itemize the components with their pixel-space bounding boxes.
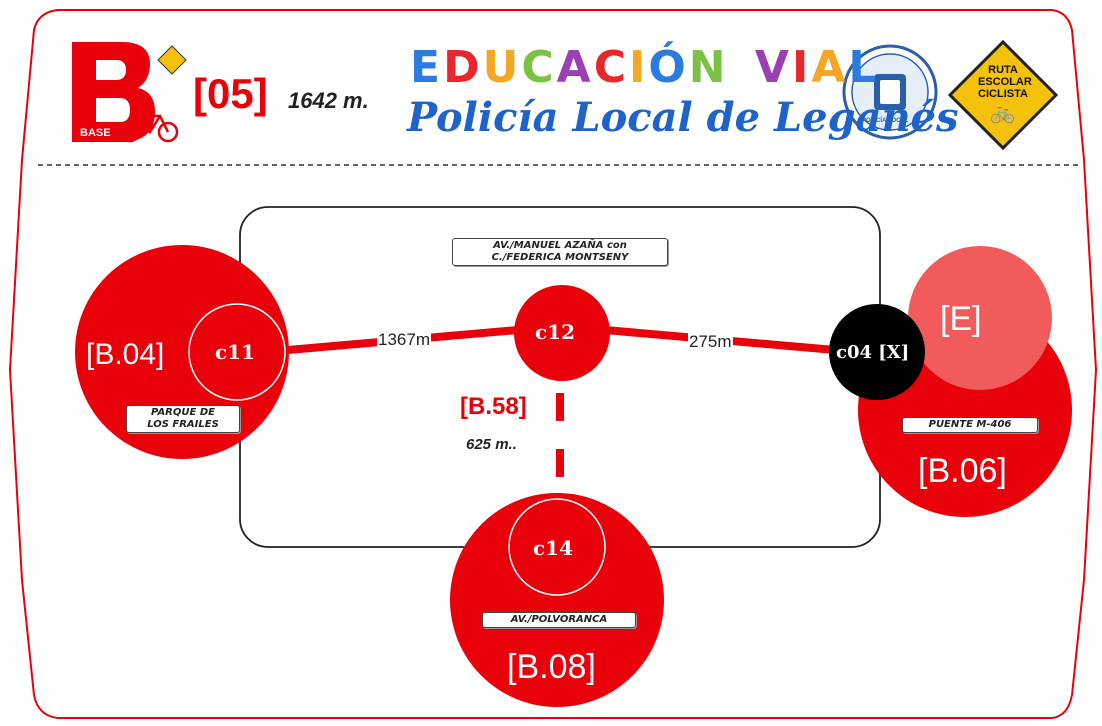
warning-diamond-icon [157, 45, 187, 75]
node-b08-circle [450, 493, 664, 707]
node-c04-label: c04 [X] [836, 342, 910, 363]
title-letter: C [593, 42, 629, 93]
route-code: [05] [193, 70, 268, 117]
node-c04-place-line1: PUENTE M-406 [928, 419, 1012, 430]
title-policia-local: Policía Local de Leganés [407, 94, 959, 141]
node-c14-place-line1: AV./POLVORANCA [510, 614, 608, 625]
seal-text: POLICÍA LOCAL [862, 118, 909, 124]
node-c11-place-line1: PARQUE DE [151, 407, 215, 418]
title-letter: N [688, 42, 729, 93]
title-educacion-vial: EDUCACIÓN VIAL [410, 42, 879, 93]
node-c12-circle [514, 285, 610, 381]
edge-c11-c12-distance: 1367m [377, 330, 431, 350]
node-b08-label: [B.08] [507, 648, 596, 686]
node-c12-place: AV./MANUEL AZAÑA con C./FEDERICA MONTSEN… [452, 238, 668, 266]
sign-line-2: ESCOLAR [978, 76, 1032, 88]
node-c14-circle [508, 498, 606, 596]
logo-b-shape [72, 42, 155, 142]
title-letter: U [482, 42, 522, 93]
node-c11-place: PARQUE DE LOS FRAILES [126, 405, 240, 433]
node-c12-label: c12 [535, 320, 576, 344]
node-c12-place-line1: AV./MANUEL AZAÑA con [493, 240, 627, 251]
node-b06-label: [B.06] [918, 452, 1007, 490]
logo-base-text: BASE [80, 127, 111, 139]
title-letter [729, 42, 747, 93]
title-letter: V [754, 42, 792, 93]
title-letter: A [811, 42, 849, 93]
route-distance: 1642 m. [288, 88, 369, 113]
police-seal-icon [842, 44, 938, 140]
title-letter: I [628, 42, 649, 93]
bicycle-icon [119, 108, 179, 143]
node-c11-place-line2: LOS FRAILES [147, 419, 219, 430]
node-c04-circle [829, 304, 925, 400]
school-route-sign-icon [947, 39, 1059, 151]
node-b04-label: [B.04] [86, 338, 165, 371]
title-letter: L [848, 42, 880, 93]
sign-line-1: RUTA [988, 64, 1018, 76]
title-letter: E [410, 42, 444, 93]
node-e-label: [E] [940, 300, 982, 338]
node-c04-place: PUENTE M-406 [902, 417, 1038, 433]
node-c12-place-line2: C./FEDERICA MONTSENY [491, 252, 629, 263]
sign-bicycle-icon: 🚲 [990, 102, 1015, 124]
outer-frame [8, 9, 1098, 719]
edge-c12-c04-distance: 275m [688, 332, 733, 352]
title-letter: A [556, 42, 594, 93]
node-e-circle [908, 246, 1052, 390]
title-letter: Ó [648, 42, 689, 93]
logo-base-bar [76, 126, 116, 142]
title-letter: D [443, 42, 483, 93]
title-letter: C [521, 42, 557, 93]
base-logo [72, 42, 187, 143]
node-c14-place: AV./POLVORANCA [482, 612, 636, 628]
sign-line-3: CICLISTA [978, 88, 1028, 100]
node-c11-circle [188, 303, 286, 401]
edge-c12-c14-code: [B.58] [460, 393, 527, 420]
node-c11-label: c11 [215, 340, 256, 364]
node-c14-label: c14 [533, 536, 574, 560]
edge-c12-c14-distance: 625 m.. [466, 436, 517, 453]
title-letter: I [791, 42, 812, 93]
